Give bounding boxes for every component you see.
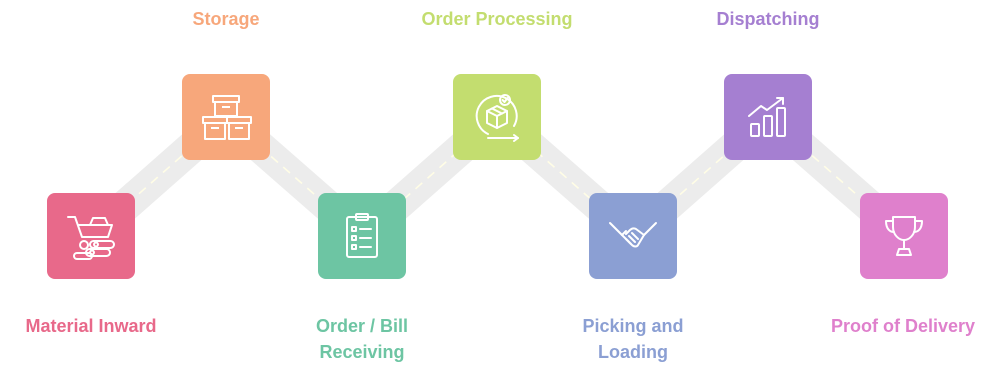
trophy-icon [885,216,923,256]
stacked-boxes-icon [202,95,252,140]
step-label-dispatching: Dispatching [716,9,820,29]
step-label-storage: Storage [192,9,260,29]
step-order-bill-receiving-box [318,193,406,279]
step-dispatching-box [724,74,812,160]
step-picking-loading-box [589,193,677,279]
step-label-order-bill-receiving: Order / Bill Receiving [315,316,409,362]
step-label-proof-of-delivery: Proof of Delivery [830,316,976,336]
step-proof-of-delivery-box [860,193,948,279]
bar-chart-growth-icon [748,97,786,137]
step-label-material-inward: Material Inward [25,316,157,336]
wheelbarrow-logs-icon [67,216,115,260]
step-material-inward-box [47,193,135,279]
step-label-picking-loading: Picking and Loading [582,316,684,362]
package-cycle-icon [475,94,519,142]
handshake-icon [609,222,657,248]
clipboard-checklist-icon [346,213,378,258]
step-storage-box [182,74,270,160]
step-order-processing-box [453,74,541,160]
step-label-order-processing: Order Processing [421,9,573,29]
